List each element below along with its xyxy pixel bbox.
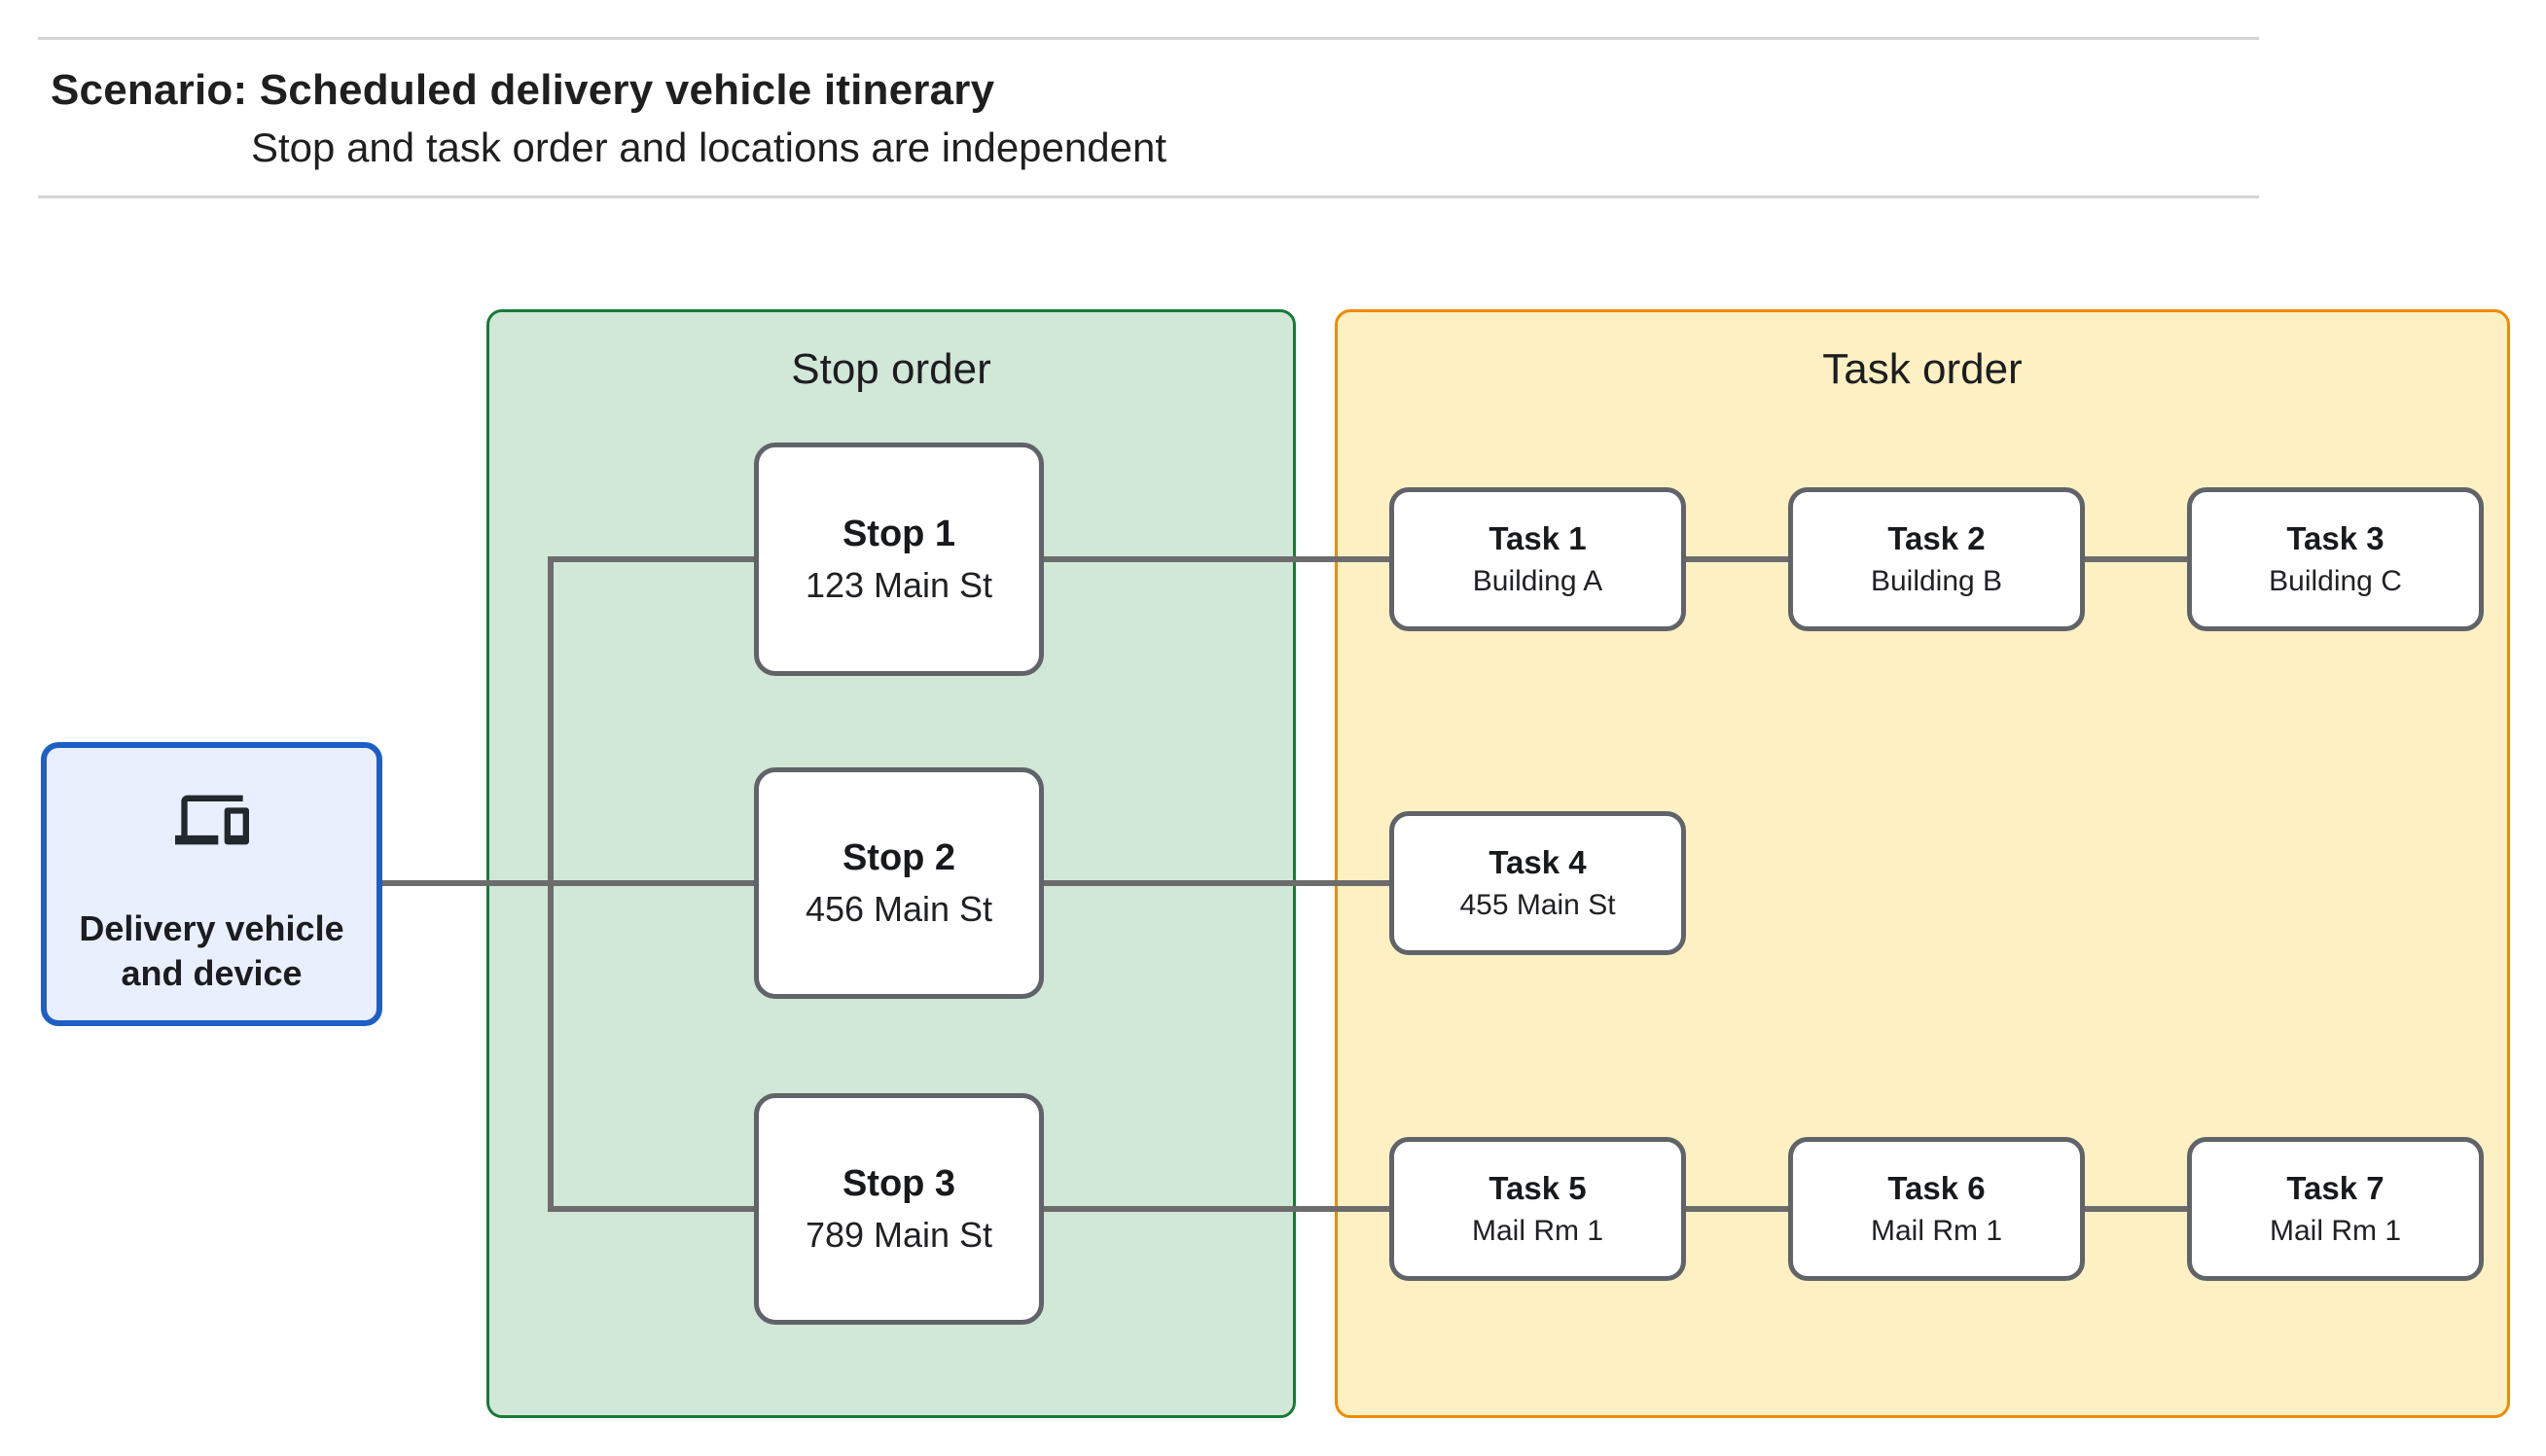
delivery-node-label: Delivery vehicle and device: [79, 908, 344, 993]
connector-stop3-to-task5: [1044, 1206, 1389, 1212]
task-title: Task 3: [2286, 520, 2385, 556]
task-title: Task 5: [1488, 1170, 1587, 1206]
connector-stop2-to-task4: [1044, 880, 1389, 886]
stop-title: Stop 2: [842, 836, 956, 878]
connector-trunk-to-stop1: [551, 556, 754, 562]
task-title: Task 6: [1887, 1170, 1986, 1206]
task-title: Task 4: [1488, 844, 1587, 880]
task-title: Task 2: [1887, 520, 1986, 556]
header-divider-top: [38, 37, 2259, 40]
task-4-node: Task 4 455 Main St: [1389, 811, 1686, 955]
task-6-node: Task 6 Mail Rm 1: [1788, 1137, 2085, 1281]
stop-address: 123 Main St: [805, 564, 993, 605]
task-title: Task 1: [1488, 520, 1587, 556]
stop-2-node: Stop 2 456 Main St: [754, 767, 1044, 999]
task-5-node: Task 5 Mail Rm 1: [1389, 1137, 1686, 1281]
task-location: 455 Main St: [1459, 889, 1616, 921]
delivery-vehicle-node: Delivery vehicle and device: [41, 742, 382, 1026]
stop-3-node: Stop 3 789 Main St: [754, 1093, 1044, 1325]
header-divider-bottom: [38, 195, 2259, 198]
devices-icon: [171, 783, 253, 862]
page-subtitle: Stop and task order and locations are in…: [251, 124, 1167, 170]
connector-delivery-to-stop2: [381, 880, 754, 886]
stop-title: Stop 1: [842, 513, 956, 554]
task-2-node: Task 2 Building B: [1788, 487, 2085, 631]
task-7-node: Task 7 Mail Rm 1: [2187, 1137, 2484, 1281]
stop-order-panel-title: Stop order: [791, 345, 991, 393]
task-location: Mail Rm 1: [1870, 1215, 2002, 1247]
connector-stop1-to-task1: [1044, 556, 1389, 562]
page-title: Scenario: Scheduled delivery vehicle iti…: [51, 66, 995, 114]
connector-trunk-vertical: [548, 556, 554, 1212]
task-1-node: Task 1 Building A: [1389, 487, 1686, 631]
connector-task6-to-task7: [2085, 1206, 2187, 1212]
task-location: Building B: [1870, 565, 2003, 597]
task-location: Building A: [1472, 565, 1603, 597]
stop-address: 789 Main St: [805, 1214, 993, 1255]
connector-task1-to-task2: [1686, 556, 1788, 562]
task-order-panel-title: Task order: [1822, 345, 2023, 393]
stop-1-node: Stop 1 123 Main St: [754, 443, 1044, 676]
connector-trunk-to-stop3: [551, 1206, 754, 1212]
task-3-node: Task 3 Building C: [2187, 487, 2484, 631]
task-location: Mail Rm 1: [1471, 1215, 1603, 1247]
connector-task2-to-task3: [2085, 556, 2187, 562]
stop-address: 456 Main St: [805, 888, 993, 929]
stop-title: Stop 3: [842, 1162, 956, 1204]
connector-task5-to-task6: [1686, 1206, 1788, 1212]
task-location: Building C: [2269, 565, 2402, 597]
task-location: Mail Rm 1: [2269, 1215, 2401, 1247]
task-title: Task 7: [2286, 1170, 2385, 1206]
